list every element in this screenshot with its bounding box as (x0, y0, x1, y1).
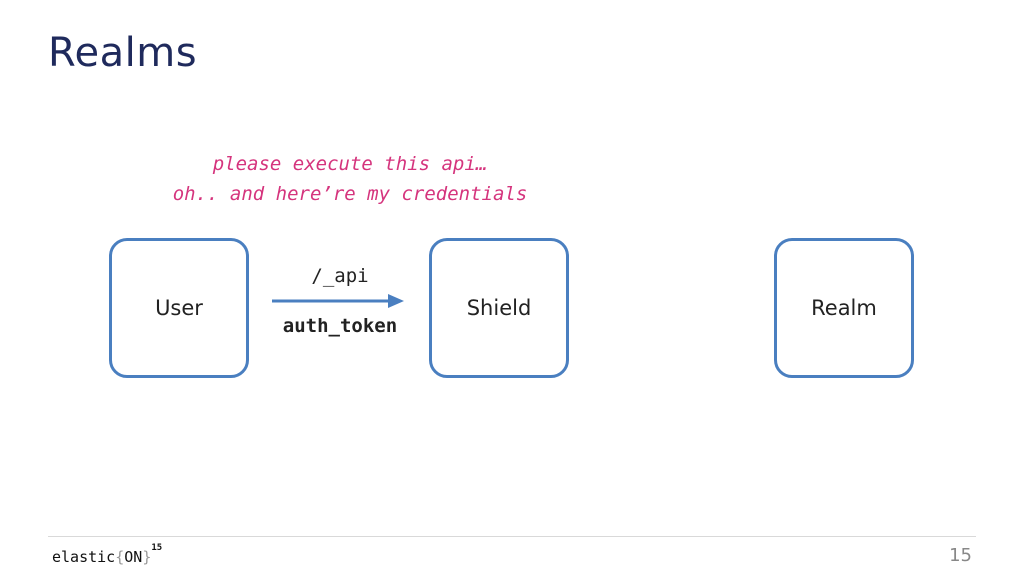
logo-on: ON (124, 548, 143, 566)
shield-node-label: Shield (466, 296, 532, 320)
logo-close-brace: } (142, 548, 152, 566)
logo-superscript: 15 (151, 543, 163, 553)
edge-label-auth-token: auth_token (282, 315, 398, 337)
slide-title: Realms (48, 30, 198, 76)
realm-node: Realm (774, 238, 914, 378)
annotation-line-1: please execute this api… (212, 153, 488, 175)
realm-node-label: Realm (811, 296, 877, 320)
annotation-line-2: oh.. and here’re my credentials (172, 183, 528, 205)
logo-text: elastic (52, 548, 116, 566)
user-node-label: User (155, 296, 203, 320)
user-node: User (109, 238, 249, 378)
logo-open-brace: { (115, 548, 125, 566)
shield-node: Shield (429, 238, 569, 378)
edge-label-api: /_api (311, 265, 369, 287)
footer-divider (48, 536, 976, 537)
page-number: 15 (949, 545, 972, 566)
elastic-on-logo: elastic{ON}15 (52, 543, 162, 566)
user-to-shield-arrow (272, 294, 404, 308)
